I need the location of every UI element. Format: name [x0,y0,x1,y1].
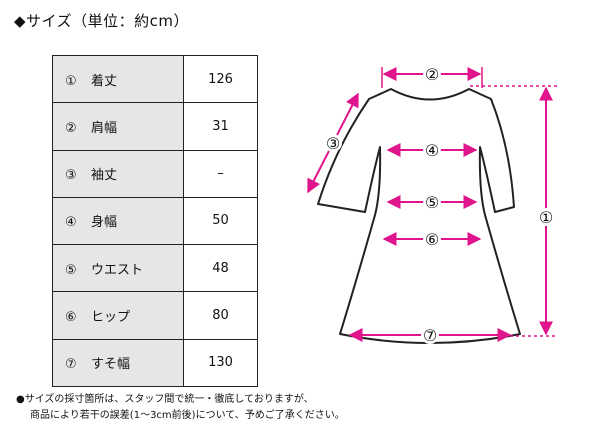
marker-bg [537,208,555,226]
measure-name: 身幅 [91,215,118,231]
measure-name: すそ幅 [91,357,131,373]
measure-value: 126 [183,54,258,104]
note-line-2: 商品により若干の誤差(1～3cm前後)について、予めご了承ください。 [30,410,345,421]
measure-number: ② [65,120,77,136]
measure-label: ④ 身幅 [52,196,184,246]
measure-label: ① 着丈 [52,54,184,104]
marker-2: ② [425,65,439,84]
table-row: ② 肩幅 31 [52,102,258,151]
marker-1: ① [539,208,553,227]
measure-value: – [183,149,258,198]
measure-value: 31 [183,102,258,151]
marker-bg [421,326,439,344]
table-row: ⑥ ヒップ 80 [52,291,258,340]
marker-bg [423,230,441,248]
marker-6: ⑥ [425,230,439,249]
marker-3: ③ [326,134,340,153]
marker-bg [423,65,441,83]
table-row: ① 着丈 126 [52,54,258,104]
measure-name: 肩幅 [91,120,118,136]
dress-diagram: ② ③ ④ ⑤ ⑥ ⑦ ① [307,65,558,345]
measure-number: ③ [65,168,77,184]
measure-number: ⑤ [65,262,77,278]
measure-value: 130 [183,338,258,388]
measure-label: ③ 袖丈 [52,149,184,198]
notes: ●サイズの採寸箇所は、スタッフ間で統一・徹底しておりますが、 商品により若干の誤… [16,392,345,424]
marker-bg [423,141,441,159]
marker-4: ④ [425,141,439,160]
marker-bg [324,134,342,152]
measure-number: ⑦ [65,357,77,373]
measure-label: ⑥ ヒップ [52,291,184,340]
measure-name: ウエスト [91,262,144,278]
measure-name: 着丈 [91,73,118,89]
measure-number: ④ [65,215,77,231]
measure-number: ⑥ [65,310,77,326]
marker-5: ⑤ [425,193,439,212]
measure-value: 48 [183,244,258,293]
measure-number: ① [65,73,77,89]
table-row: ⑤ ウエスト 48 [52,244,258,293]
table-row: ③ 袖丈 – [52,149,258,198]
marker-7: ⑦ [423,326,437,345]
measure-value: 50 [183,196,258,246]
size-table: ① 着丈 126 ② 肩幅 31 ③ 袖丈 – ④ 身幅 50 ⑤ ウエスト 48 ⑥ ヒッ… [52,54,258,388]
measure-label: ② 肩幅 [52,102,184,151]
table-row: ④ 身幅 50 [52,196,258,246]
section-title: ◆サイズ（単位：約cm） [14,12,189,30]
marker-bg [423,193,441,211]
dress-outline [317,88,521,344]
measure-name: 袖丈 [91,168,118,184]
measure-name: ヒップ [91,310,131,326]
note-line-1: ●サイズの採寸箇所は、スタッフ間で統一・徹底しておりますが、 [16,394,314,405]
measure-label: ⑦ すそ幅 [52,338,184,388]
measure-value: 80 [183,291,258,340]
measure-label: ⑤ ウエスト [52,244,184,293]
table-row: ⑦ すそ幅 130 [52,338,258,388]
